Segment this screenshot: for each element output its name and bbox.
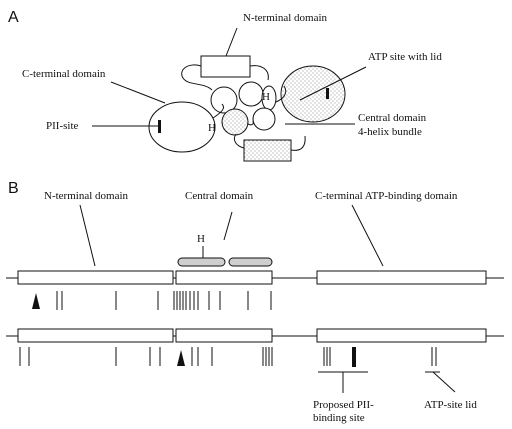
pii-site-mark	[158, 120, 161, 133]
n-terminal-leader	[225, 27, 238, 57]
central-label-line1: Central domain	[358, 112, 427, 124]
b-h-label: H	[197, 233, 205, 245]
helix-circle-2	[238, 81, 264, 107]
row2-ticks	[19, 347, 437, 366]
b-atp-lid-label: ATP-site lid	[424, 399, 477, 411]
b-n-terminal-leader	[79, 204, 96, 267]
helix-link	[275, 85, 287, 103]
n-terminal-label: N-terminal domain	[243, 12, 328, 24]
c-terminal-leader	[110, 81, 166, 104]
atp-site-mark	[326, 88, 329, 99]
n-terminal-linker	[249, 65, 269, 81]
row2-central-box	[175, 328, 273, 343]
b-c-terminal-label: C-terminal ATP-binding domain	[315, 190, 458, 202]
row1-central-box	[175, 270, 273, 285]
b-n-terminal-label: N-terminal domain	[44, 190, 129, 202]
row2-arrowhead	[177, 350, 185, 366]
atp-site-label: ATP site with lid	[368, 51, 442, 63]
b-pii-label-line2: binding site	[313, 412, 365, 424]
helix-circle-1	[210, 86, 238, 114]
central-label-line2: 4-helix bundle	[358, 126, 422, 138]
b-central-leader	[223, 211, 233, 241]
n-terminal-tail	[181, 64, 213, 91]
helix-circle-5	[252, 107, 276, 131]
row2-n-box	[17, 328, 174, 343]
n-terminal-box	[200, 55, 251, 78]
b-pii-label-line1: Proposed PII-	[313, 399, 374, 411]
helix-circle-4	[221, 108, 249, 136]
panel-a-letter: A	[8, 9, 19, 26]
central-link-right	[290, 135, 306, 151]
row1-ticks	[56, 291, 272, 310]
central-domain-box	[243, 139, 292, 162]
atp-site-leader	[299, 66, 367, 101]
central-link-left	[233, 133, 245, 149]
row1-arrowhead	[32, 293, 40, 309]
c-terminal-domain	[148, 101, 216, 153]
h-upper: H	[262, 91, 270, 103]
row2-thick-mark	[352, 347, 356, 367]
c-term-link	[212, 103, 225, 119]
c-terminal-label: C-terminal domain	[22, 68, 106, 80]
helix-pill-2	[228, 257, 273, 267]
helix-pill-1	[177, 257, 226, 267]
atp-lid-leader	[432, 371, 456, 393]
helix-link-2	[247, 120, 254, 126]
b-c-terminal-leader	[351, 204, 384, 267]
pii-site-label: PII-site	[46, 120, 79, 132]
row1-c-box	[316, 270, 487, 285]
row2-c-box	[316, 328, 487, 343]
b-central-label: Central domain	[185, 190, 254, 202]
row1-n-box	[17, 270, 174, 285]
h-lower: H	[208, 122, 216, 134]
panel-b-letter: B	[8, 180, 19, 197]
